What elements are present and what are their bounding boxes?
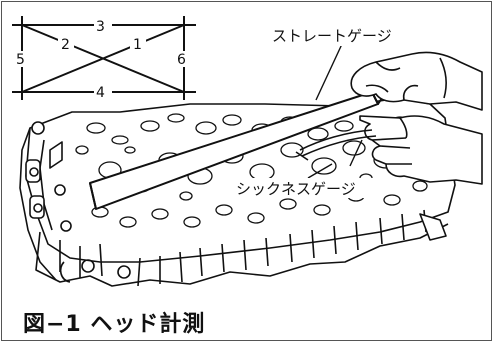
- label-1: 1: [133, 37, 142, 53]
- thickness-gauge-leader-2: [349, 139, 363, 167]
- leader-lines: [307, 43, 363, 179]
- label-5: 5: [16, 52, 25, 68]
- left-hand: [350, 51, 483, 111]
- label-3: 3: [96, 19, 105, 35]
- thickness-gauge-label: シックネスゲージ: [236, 180, 356, 198]
- label-2: 2: [61, 37, 70, 53]
- right-hand: [359, 115, 483, 185]
- label-6: 6: [177, 52, 186, 68]
- measure-line-labels: 3 2 1 5 6 4: [14, 18, 191, 101]
- straight-gauge: [89, 91, 383, 210]
- straight-gauge-label: ストレートゲージ: [272, 27, 392, 45]
- straight-gauge-leader: [315, 43, 343, 101]
- figure-caption: 図−1 ヘッド計測: [23, 312, 206, 337]
- thickness-gauge-leader-1: [307, 163, 333, 179]
- label-4: 4: [96, 85, 105, 101]
- thickness-gauge: [295, 129, 377, 161]
